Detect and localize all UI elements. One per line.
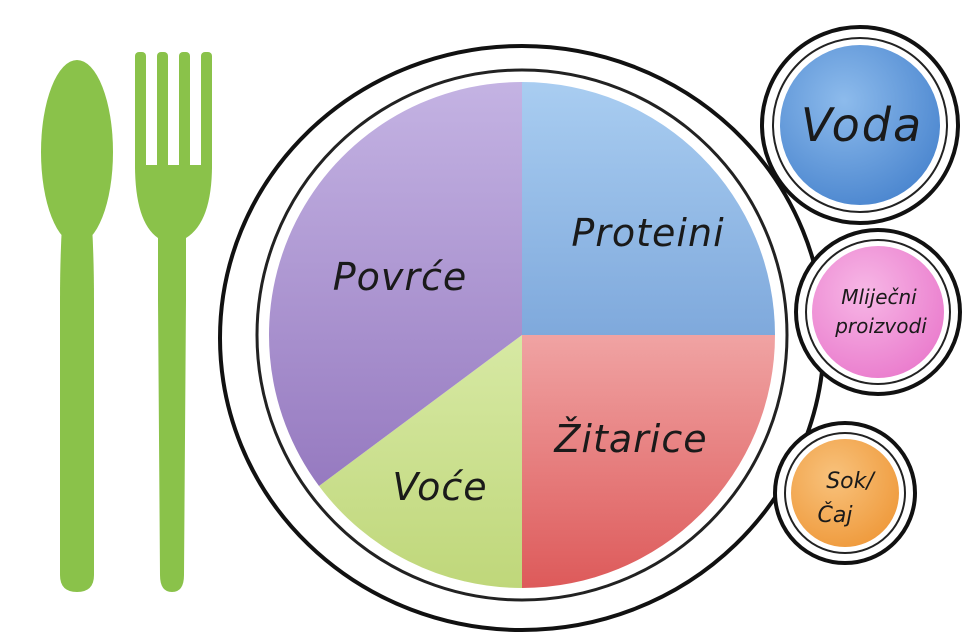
plate-label-voce: Voće	[392, 465, 487, 509]
fork-icon	[135, 52, 212, 592]
plate-label-zitarice: Žitarice	[553, 417, 707, 461]
plate-section-proteini	[522, 82, 775, 335]
side-label-voda: Voda	[801, 98, 923, 152]
side-label-mlijecni: Mliječni	[841, 285, 917, 309]
spoon-icon	[41, 60, 113, 592]
side-item-voda: Voda	[760, 25, 960, 225]
plate-section-voce	[319, 335, 522, 588]
plate: Proteini Žitarice Voće Povrće	[218, 44, 826, 632]
side-item-mlijecni-proizvodi: Mliječni proizvodi	[794, 228, 962, 396]
side-item-sok-caj: Sok/ Čaj	[773, 421, 917, 565]
cutlery	[41, 52, 212, 592]
side-label-sok: Sok/	[826, 469, 876, 494]
side-label-proizvodi: proizvodi	[834, 314, 927, 338]
side-label-caj: Čaj	[818, 502, 854, 528]
plate-label-povrce: Povrće	[333, 255, 468, 299]
plate-section-zitarice	[522, 335, 775, 588]
plate-label-proteini: Proteini	[571, 211, 724, 255]
plate-section-povrce	[268, 82, 522, 486]
